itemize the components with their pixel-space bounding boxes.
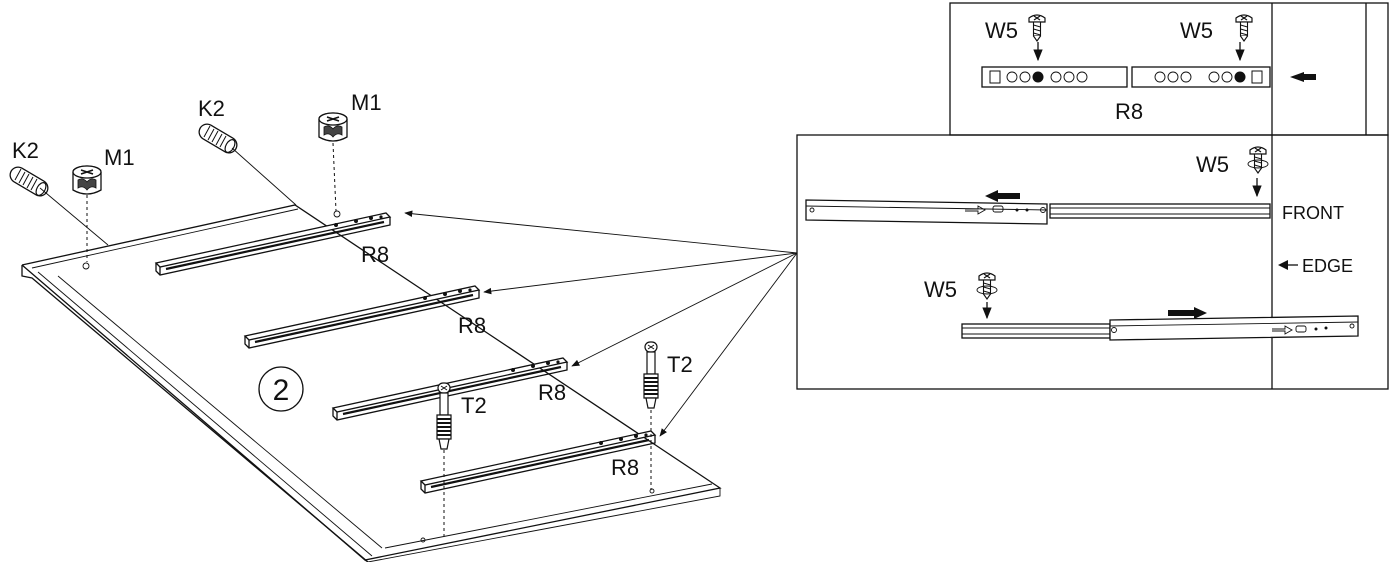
rail-r8-2 xyxy=(243,284,481,350)
detail-top-box xyxy=(949,2,1389,136)
label-r8-top: R8 xyxy=(1115,99,1143,124)
cam-lock-icon xyxy=(72,165,102,195)
label-w5-2: W5 xyxy=(1180,18,1213,43)
dowel-icon xyxy=(204,126,237,154)
label-r8-2: R8 xyxy=(458,313,486,338)
label-front: FRONT xyxy=(1282,203,1344,223)
label-w5-3: W5 xyxy=(1196,152,1229,177)
label-edge: EDGE xyxy=(1302,256,1353,276)
pin-icon xyxy=(643,341,659,409)
detail-bottom-box xyxy=(796,134,1389,390)
label-r8-1: R8 xyxy=(361,242,389,267)
label-m1-2: M1 xyxy=(351,90,382,115)
step-number: 2 xyxy=(258,366,304,412)
label-k2-2: K2 xyxy=(198,96,225,121)
label-m1-1: M1 xyxy=(104,145,135,170)
board-panel xyxy=(21,204,722,562)
label-w5-4: W5 xyxy=(924,277,957,302)
label-t2-1: T2 xyxy=(461,393,487,418)
label-r8-4: R8 xyxy=(611,455,639,480)
label-r8-3: R8 xyxy=(538,380,566,405)
label-k2-1: K2 xyxy=(12,138,39,163)
rail-r8-1 xyxy=(154,211,392,277)
screw-icon xyxy=(1235,14,1253,42)
label-t2-2: T2 xyxy=(667,352,693,377)
dowel-icon xyxy=(15,169,48,197)
label-w5-1: W5 xyxy=(985,18,1018,43)
svg-text:2: 2 xyxy=(273,374,290,407)
cam-lock-icon xyxy=(318,112,348,142)
screw-icon xyxy=(1028,14,1046,42)
pointer-arrows xyxy=(404,210,798,437)
